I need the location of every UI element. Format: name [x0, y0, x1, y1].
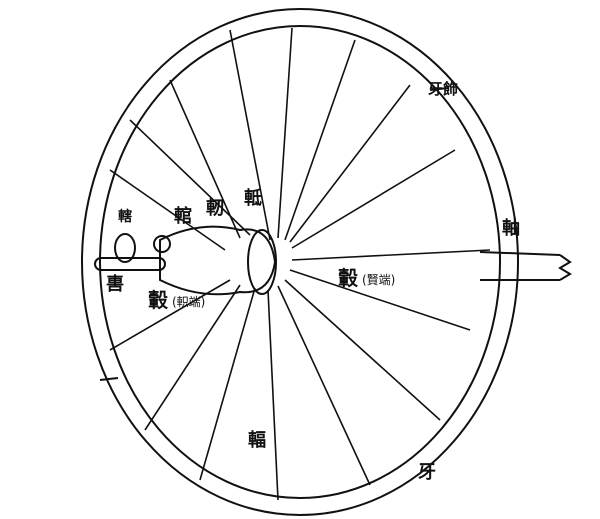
label-guan: 輨 [174, 206, 192, 227]
label-gu-xian-note: (賢端) [362, 273, 396, 287]
label-di: 軧 [244, 188, 262, 209]
label-gu-zhi: 轂 [148, 288, 168, 312]
label-ren: 軔 [206, 198, 224, 219]
label-wei: 軎 [106, 274, 124, 295]
label-zhou: 軸 [502, 218, 520, 239]
label-fu: 輻 [248, 430, 266, 451]
rim-outer [81, 8, 519, 516]
spokes [109, 27, 491, 501]
label-gu-xian: 轂 [338, 266, 358, 290]
label-xia: 轄 [118, 209, 132, 225]
hub [159, 225, 277, 296]
rim-inner [99, 25, 501, 499]
label-gu-zhi-note: (軹端) [172, 295, 206, 309]
label-ya: 牙 [418, 462, 436, 483]
label-ya-shi: 牙飾 [428, 80, 459, 98]
